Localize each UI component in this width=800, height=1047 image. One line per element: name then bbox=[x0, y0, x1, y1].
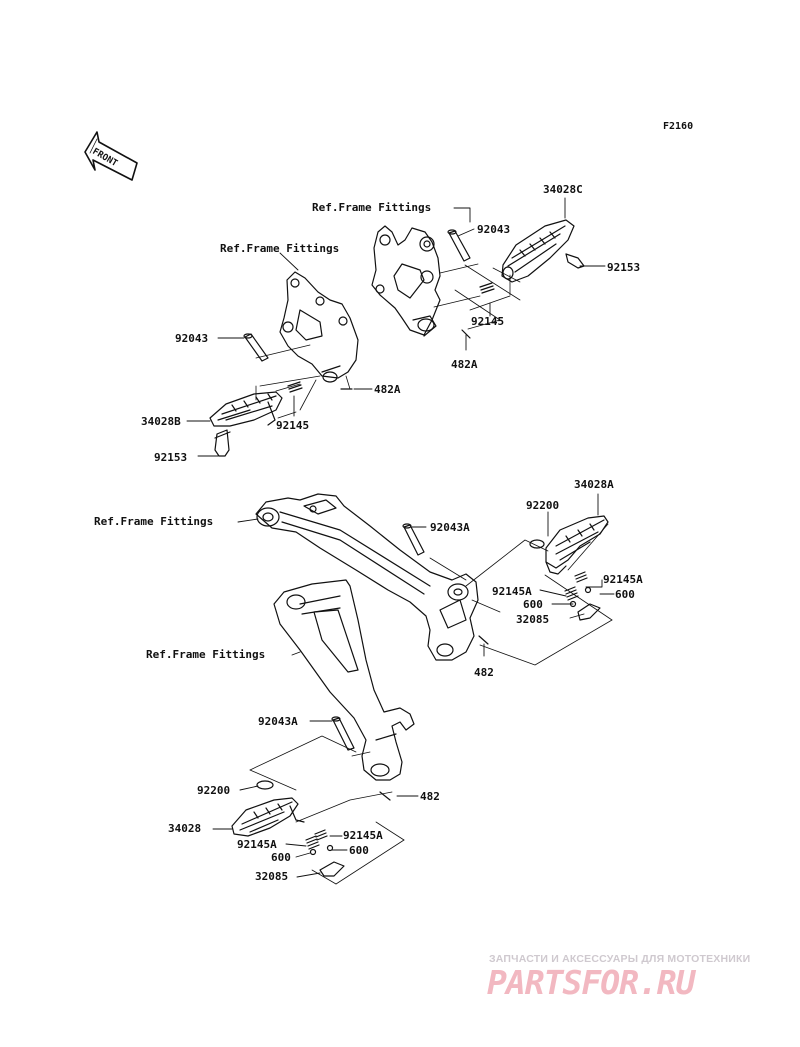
watermark-brand: PARTSFOR.RU bbox=[487, 963, 696, 1002]
watermark-tagline: ЗАПЧАСТИ И АКСЕССУАРЫ ДЛЯ МОТОТЕХНИКИ bbox=[489, 953, 751, 965]
part-label-92145A-l1: 92145A bbox=[237, 838, 277, 851]
ball-600-right-b bbox=[584, 586, 592, 594]
spring-92145-top bbox=[479, 282, 495, 294]
part-label-482-lower: 482 bbox=[420, 790, 440, 803]
pin-482-right bbox=[478, 635, 489, 645]
part-label-92145A-r2: 92145A bbox=[603, 573, 643, 586]
footpeg-34028 bbox=[231, 797, 305, 837]
pin-92043-top bbox=[447, 229, 471, 262]
part-label-34028C: 34028C bbox=[543, 183, 583, 196]
ref-frame-fittings-label-lower: Ref.Frame Fittings bbox=[146, 648, 266, 661]
part-label-92145-top: 92145 bbox=[471, 315, 505, 328]
footpeg-34028A bbox=[545, 515, 609, 575]
spring-92145A-lower bbox=[305, 829, 328, 850]
part-label-32085-right: 32085 bbox=[516, 613, 550, 626]
footpeg-34028C bbox=[501, 219, 575, 283]
rear-bracket-triangle bbox=[273, 579, 415, 781]
part-label-92043-top: 92043 bbox=[477, 223, 511, 236]
pin-482A-top bbox=[461, 329, 471, 339]
part-label-482-right: 482 bbox=[474, 666, 494, 679]
washer-92200-lower bbox=[256, 780, 274, 790]
part-label-482A-left: 482A bbox=[374, 383, 401, 396]
part-label-92153-left: 92153 bbox=[154, 451, 188, 464]
part-label-600-r2: 600 bbox=[615, 588, 635, 601]
part-label-92043-left: 92043 bbox=[175, 332, 209, 345]
part-label-34028B: 34028B bbox=[141, 415, 181, 428]
part-label-92145A-r1: 92145A bbox=[492, 585, 532, 598]
part-label-482A-top: 482A bbox=[451, 358, 478, 371]
pin-482-lower bbox=[379, 791, 391, 801]
part-label-600-l2: 600 bbox=[349, 844, 369, 857]
ref-frame-fittings-label-mid: Ref.Frame Fittings bbox=[94, 515, 214, 528]
detent-32085-lower bbox=[319, 861, 345, 877]
upper-right-bracket bbox=[371, 225, 441, 337]
part-label-92043A-lower: 92043A bbox=[258, 715, 298, 728]
rear-bracket-long bbox=[255, 493, 479, 661]
ball-600-lower-a bbox=[309, 848, 317, 856]
part-label-34028: 34028 bbox=[168, 822, 202, 835]
detent-32085-right bbox=[577, 603, 601, 621]
part-label-92145-left: 92145 bbox=[276, 419, 310, 432]
spring-92145-left bbox=[287, 381, 303, 393]
pin-92043-left bbox=[243, 333, 269, 362]
part-label-92200-right: 92200 bbox=[526, 499, 560, 512]
part-label-92043A-right: 92043A bbox=[430, 521, 470, 534]
ball-600-lower-b bbox=[326, 844, 334, 852]
front-arrow-icon bbox=[84, 131, 138, 181]
pin-92043A-lower bbox=[331, 716, 355, 751]
pin-92043A-right bbox=[402, 523, 425, 556]
part-label-600-l1: 600 bbox=[271, 851, 291, 864]
part-label-92145A-l2: 92145A bbox=[343, 829, 383, 842]
part-label-600-r1: 600 bbox=[523, 598, 543, 611]
footpeg-34028B bbox=[209, 391, 283, 427]
bolt-92153-left bbox=[214, 429, 231, 457]
washer-92200-right bbox=[529, 539, 545, 549]
part-label-92153-right: 92153 bbox=[607, 261, 641, 274]
ref-frame-fittings-label-top: Ref.Frame Fittings bbox=[312, 201, 432, 214]
part-label-34028A: 34028A bbox=[574, 478, 614, 491]
part-label-32085-lower: 32085 bbox=[255, 870, 289, 883]
ref-frame-fittings-label-left: Ref.Frame Fittings bbox=[220, 242, 340, 255]
upper-left-bracket bbox=[279, 271, 359, 383]
part-label-92200-lower: 92200 bbox=[197, 784, 231, 797]
bolt-92153-right bbox=[565, 253, 585, 269]
diagram-code: F2160 bbox=[663, 121, 694, 132]
